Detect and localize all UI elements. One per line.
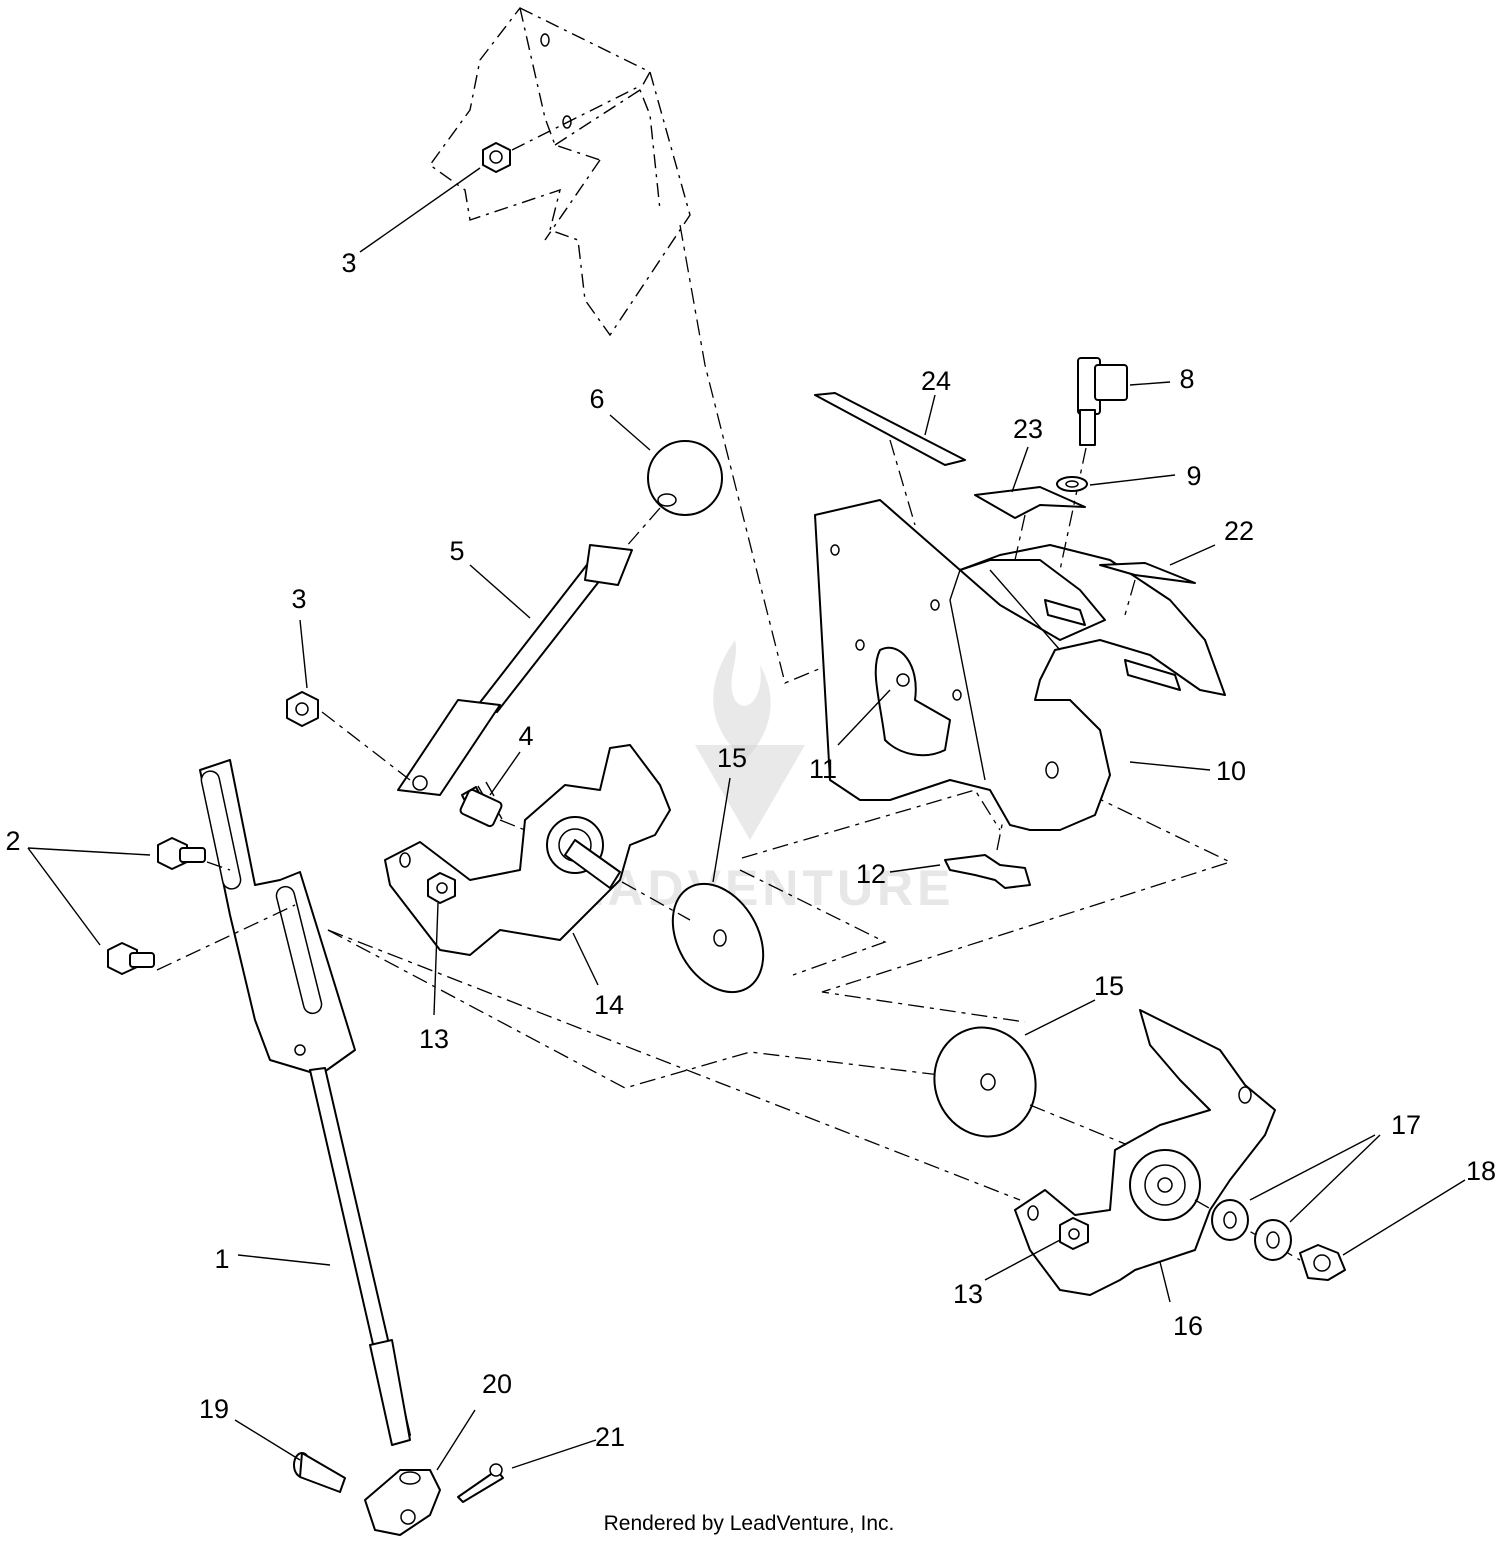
flame-logo-icon [713, 640, 771, 760]
decal-23 [974, 486, 1086, 561]
callout-16: 16 [1173, 1311, 1203, 1341]
decal-strip [814, 392, 966, 526]
render-credit: Rendered by LeadVenture, Inc. [604, 1512, 895, 1535]
control-rod-assembly [199, 759, 411, 1446]
callout-9: 9 [1186, 461, 1201, 491]
callout-6: 6 [589, 384, 604, 414]
assembly-line-rod-plane [327, 929, 941, 1089]
decal-22 [1099, 562, 1196, 616]
assembly-line-right-plane [821, 779, 1232, 1023]
flat-washer-2 [1254, 1219, 1292, 1261]
washer-disk-right [327, 929, 1141, 1201]
callout-5: 5 [449, 536, 464, 566]
callout-8: 8 [1179, 364, 1194, 394]
control-bracket-right [1014, 1009, 1301, 1296]
spring [459, 781, 526, 831]
control-knob [624, 440, 723, 549]
callout-12: 12 [856, 859, 886, 889]
electrical-connector [1059, 357, 1128, 571]
callout-2: 2 [5, 826, 20, 856]
assembly-line-left-plane-2 [739, 869, 887, 976]
callout-21: 21 [595, 1422, 625, 1452]
callout-23: 23 [1013, 414, 1043, 444]
retaining-clip [944, 819, 1031, 889]
callout-4: 4 [518, 721, 533, 751]
clevis-pin [293, 1452, 346, 1493]
callout-17: 17 [1391, 1110, 1421, 1140]
bolt-upper [157, 837, 206, 870]
callout-13-left: 13 [419, 1024, 449, 1054]
callout-3-mid: 3 [291, 584, 306, 614]
callout-20: 20 [482, 1369, 512, 1399]
callout-13-right: 13 [953, 1279, 983, 1309]
frame-panel-ghost [429, 7, 691, 337]
callout-3-top: 3 [341, 248, 356, 278]
hex-nut-mid [286, 691, 411, 781]
leader-lines [27, 167, 1466, 1471]
washer-disk-left [621, 881, 765, 994]
assembly-line-panel-to-bracket [679, 224, 861, 684]
flat-washer-1 [1211, 1199, 1249, 1241]
callout-15-right: 15 [1094, 971, 1124, 1001]
callout-15-left: 15 [717, 743, 747, 773]
main-bracket [814, 499, 1226, 831]
callout-1: 1 [214, 1244, 229, 1274]
lever-shaft [397, 544, 633, 796]
v-logo-icon [695, 745, 805, 840]
small-washer [1056, 476, 1088, 492]
callout-labels: 1 2 3 3 4 5 6 8 9 10 11 12 13 13 14 15 1… [5, 248, 1496, 1452]
callout-11: 11 [809, 754, 837, 784]
control-bracket-left [384, 744, 671, 956]
callout-14: 14 [594, 990, 624, 1020]
callout-19: 19 [199, 1394, 229, 1424]
hex-nut-right [1299, 1244, 1346, 1281]
hex-nut-top [482, 85, 641, 173]
callout-18: 18 [1466, 1156, 1496, 1186]
bolt-lower [107, 861, 296, 975]
callout-22: 22 [1224, 516, 1254, 546]
callout-24: 24 [921, 366, 951, 396]
cotter-pin [457, 1463, 504, 1503]
callout-10: 10 [1216, 756, 1246, 786]
clevis [364, 1469, 441, 1536]
